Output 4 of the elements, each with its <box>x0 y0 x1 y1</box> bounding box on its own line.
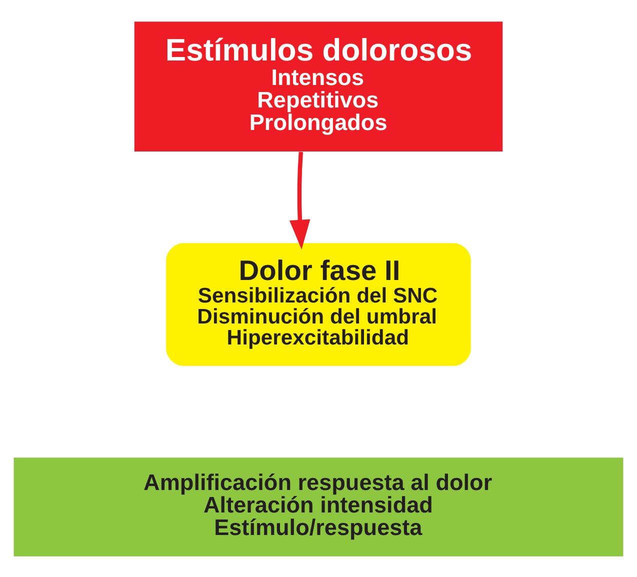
node-box: Estímulos dolorosos Intensos Repetitivos Prolongados <box>134 21 503 151</box>
node-box: Amplificación respuesta al dolor Alteración intensidad Estímulo/respuesta <box>14 457 624 556</box>
arrow <box>289 151 310 249</box>
node-box: Dolor fase II Sensibilización del SNC Disminución del umbral Hiperexcitabilidad <box>166 242 471 366</box>
